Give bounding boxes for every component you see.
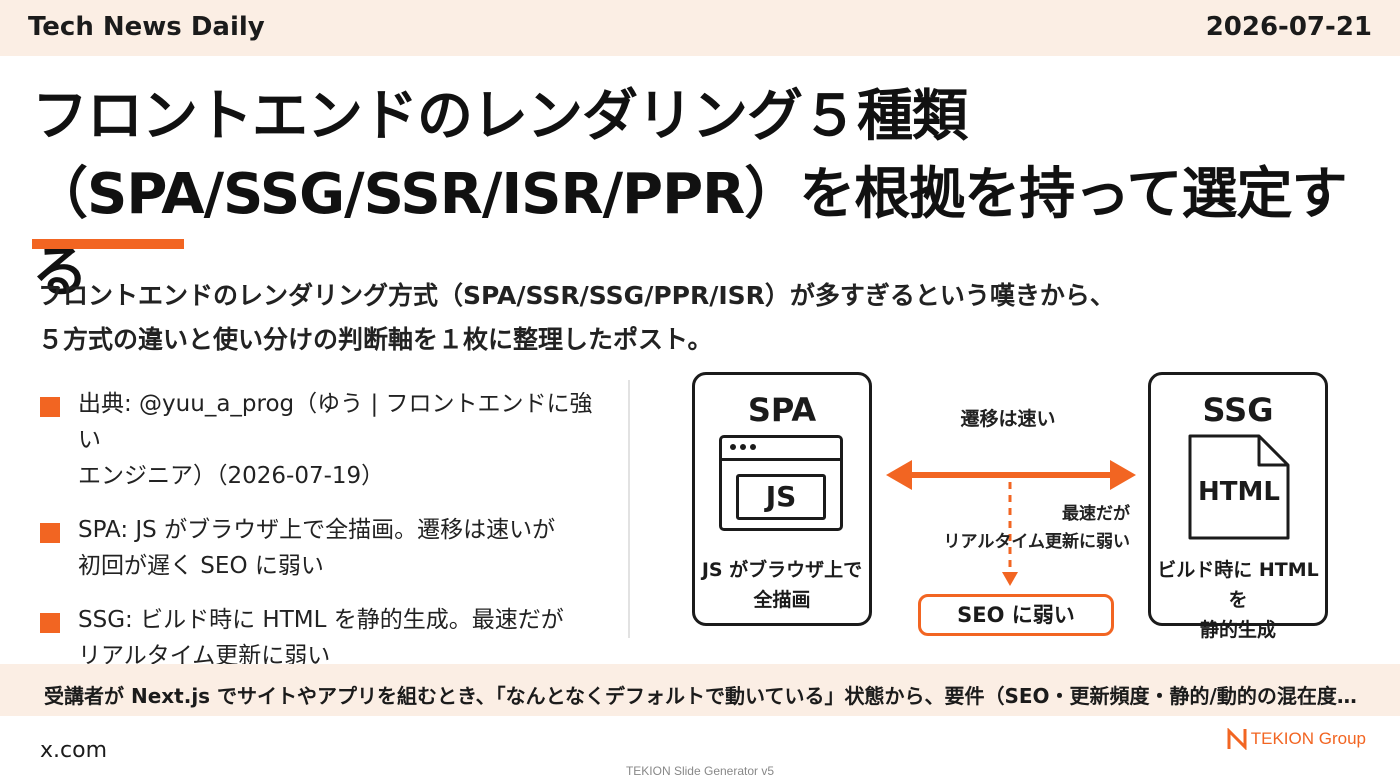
spa-card-title: SPA [747,391,817,429]
window-titlebar [722,458,840,461]
top-band [0,0,1400,56]
window-dot-icon [750,444,756,450]
window-dot-icon [740,444,746,450]
bullet-square-icon [40,397,60,417]
bullet-text: エンジニア）（2026-07-19） [78,463,385,489]
logo-text: TEKION Group [1250,729,1366,748]
connector-arrows [886,460,1136,586]
tekion-logo: TEKION Group [1227,728,1366,750]
caption-line: ビルド時に HTML を [1157,559,1319,611]
bullet-text: SPA: JS がブラウザ上で全描画。遷移は速いが [78,517,556,543]
brand-name: Tech News Daily [28,12,265,42]
ssg-card: SSG HTML ビルド時に HTML を 静的生成 [1148,372,1328,641]
title-underline [32,239,184,249]
bullet-text: 出典: @yuu_a_prog（ゆう | フロントエンドに強い [78,391,593,453]
bullet-source: 出典: @yuu_a_prog（ゆう | フロントエンドに強い エンジニア）（2… [40,386,610,494]
weak-line: リアルタイム更新に弱い [943,532,1131,552]
browser-window-icon: JS [719,435,843,531]
footer-summary: 受講者が Next.js でサイトやアプリを組むとき、「なんとなくデフォルトで動… [44,684,1357,708]
bullet-square-icon [40,523,60,543]
window-dot-icon [730,444,736,450]
double-arrow-icon [886,460,1136,490]
bullet-square-icon [40,613,60,633]
source-link[interactable]: x.com [40,738,107,763]
bullet-list: 出典: @yuu_a_prog（ゆう | フロントエンドに強い エンジニア）（2… [40,386,610,692]
document-icon [1188,434,1290,540]
html-label: HTML [1198,477,1280,507]
tekion-logo-icon [1227,728,1247,750]
realtime-weak-label: 最速だが リアルタイム更新に弱い [920,500,1131,556]
dashed-down-arrow-icon [1002,482,1018,586]
lead-line-1: フロントエンドのレンダリング方式（SPA/SSR/SSG/PPR/ISR）が多す… [38,281,1115,310]
bullet-text: SSG: ビルド時に HTML を静的生成。最速だが [78,607,564,633]
js-label: JS [736,474,826,520]
fast-transition-label: 遷移は速い [960,408,1056,430]
lead-line-2: ５方式の違いと使い分けの判断軸を１枚に整理したポスト。 [38,325,713,354]
spa-card-caption: JS がブラウザ上で 全描画 [695,555,869,615]
bullet-spa: SPA: JS がブラウザ上で全描画。遷移は速いが 初回が遅く SEO に弱い [40,512,610,584]
html-document-icon: HTML [1187,433,1291,541]
caption-line: 全描画 [753,589,811,611]
bullet-text: 初回が遅く SEO に弱い [78,553,324,579]
slide-title: フロントエンドのレンダリング５種類 （SPA/SSG/SSR/ISR/PPR）を… [32,78,1372,312]
caption-line: 静的生成 [1199,619,1276,641]
generator-credit: TEKION Slide Generator v5 [625,764,775,778]
title-line-1: フロントエンドのレンダリング５種類 [32,84,968,149]
spa-card: SPA JS JS がブラウザ上で 全描画 [692,372,872,626]
vertical-divider [628,380,630,638]
footer-band [0,664,1400,716]
weak-line: 最速だが [1062,504,1130,524]
lead-paragraph: フロントエンドのレンダリング方式（SPA/SSR/SSG/PPR/ISR）が多す… [38,274,1338,362]
ssg-card-caption: ビルド時に HTML を 静的生成 [1151,555,1325,645]
caption-line: JS がブラウザ上で [701,559,863,581]
title-line-2: （SPA/SSG/SSR/ISR/PPR）を根拠を持って選定する [32,162,1347,305]
ssg-card-title: SSG [1202,391,1274,429]
post-date: 2026-07-21 [1205,12,1372,42]
seo-weak-box: SEO に弱い [918,594,1114,636]
